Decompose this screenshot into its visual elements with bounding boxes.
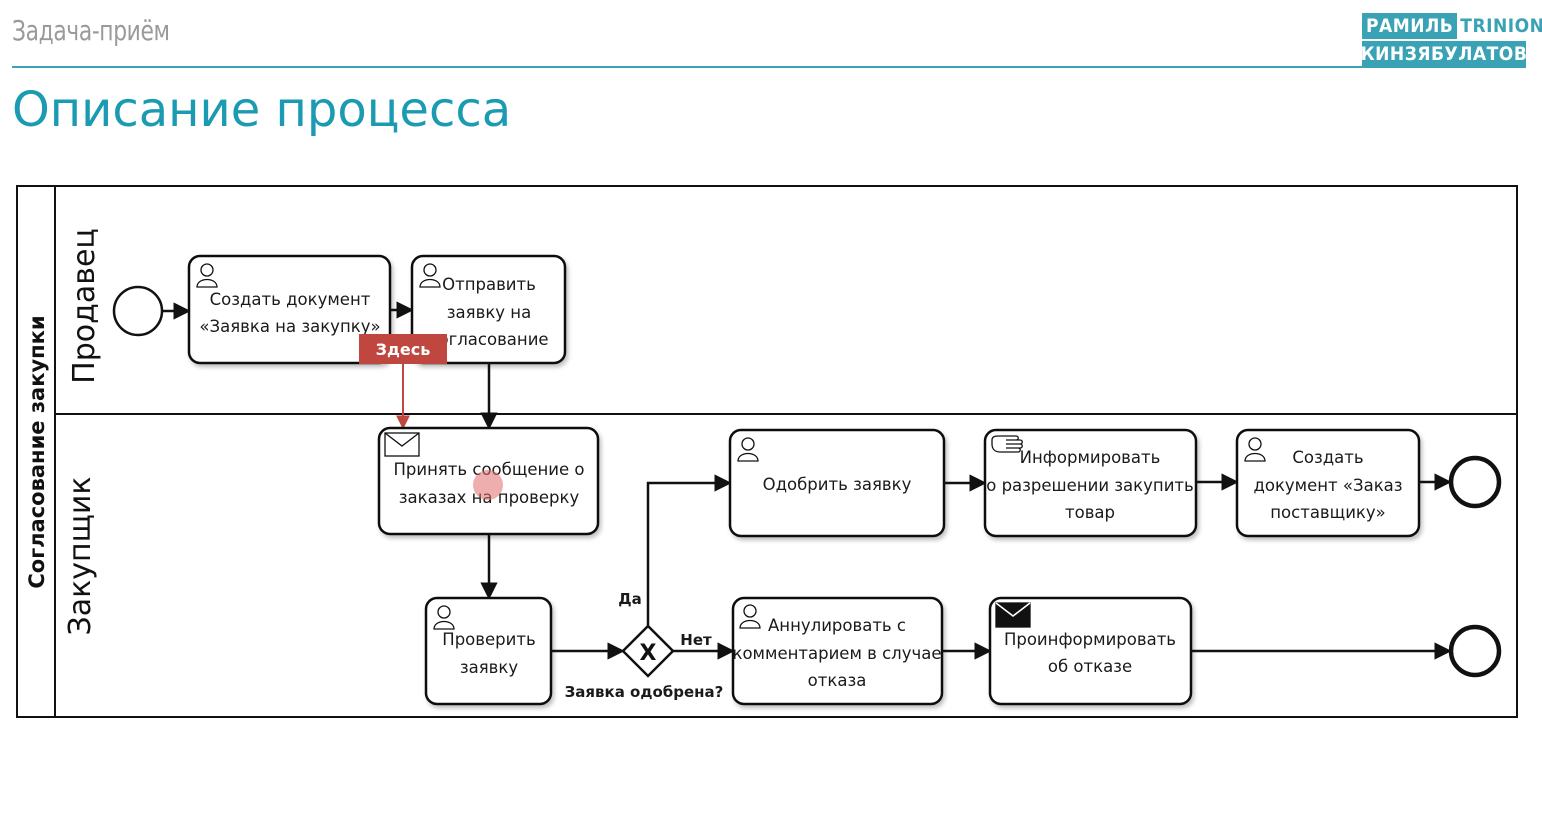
end-event-approved[interactable] [1448,455,1502,509]
here-marker-label: Здесь [376,340,431,359]
manual-hand-icon [991,435,1023,453]
task-label-line: заявку [460,658,519,677]
lane-label-buyer: Закупщик [63,477,98,636]
task-notify-rejection[interactable]: Проинформировать об отказе [988,596,1193,706]
task-label-line: заявку на [447,303,531,322]
gateway-x-icon: X [640,641,657,666]
task-label-line: Проверить [442,630,535,649]
gateway-no-label: Нет [680,631,712,649]
lane-label-seller: Продавец [67,228,102,384]
here-marker: Здесь [359,334,447,430]
here-marker-badge [359,334,447,364]
user-icon [196,263,218,288]
gateway-yes-label: Да [618,590,641,608]
task-label-line: Создать документ [210,290,371,309]
task-label-line: о разрешении закупить [986,476,1194,495]
user-icon [739,604,761,629]
task-send-for-approval[interactable]: Отправить заявку на согласование [410,254,567,365]
task-label-line: Создать [1292,448,1363,467]
user-icon [419,263,441,288]
envelope-filled-icon [995,602,1031,628]
user-icon [433,605,455,630]
gateway-question: Заявка одобрена? [565,683,724,701]
task-cancel-with-comment[interactable]: Аннулировать с комментарием в случае отк… [731,596,944,706]
brand-logo: РАМИЛЬ TRINION КИНЗЯБУЛАТОВ [1360,13,1542,67]
header-divider [12,66,1526,68]
task-label-line: поставщику» [1270,503,1386,522]
logo-text-second: TRINION [1460,15,1542,37]
task-label-line: Аннулировать с [768,616,906,635]
start-event[interactable] [112,285,164,337]
task-label-line: товар [1065,503,1115,522]
cursor-highlight [473,470,503,500]
page-title: Описание процесса [12,82,512,138]
task-label-line: отказа [808,671,867,690]
task-label-line: Отправить [442,275,536,294]
task-inform-permission[interactable]: Информировать о разрешении закупить това… [983,428,1198,538]
task-approve-request[interactable]: Одобрить заявку [728,428,946,538]
task-label-line: Принять сообщение о [393,460,584,479]
envelope-icon [384,432,420,457]
task-label-line: комментарием в случае [732,644,941,663]
task-create-document[interactable]: Создать документ «Заявка на закупку» [187,254,392,365]
task-check-request[interactable]: Проверить заявку [424,596,553,706]
end-event-rejected[interactable] [1448,624,1502,678]
exclusive-gateway[interactable]: X [621,624,675,678]
task-label-line: об отказе [1048,657,1132,676]
task-label-line: Информировать [1020,448,1161,467]
logo-text-first: РАМИЛЬ [1362,13,1458,39]
task-label-line: согласование [429,330,548,349]
user-icon [1244,437,1266,462]
task-label-line: Проинформировать [1004,630,1176,649]
task-label-line: Одобрить заявку [763,475,912,494]
slide-subtitle: Задача-приём [12,14,170,47]
logo-text-bottom: КИНЗЯБУЛАТОВ [1360,41,1528,67]
flow-gateway-approve [646,474,732,626]
pool-label: Согласование закупки [25,315,49,588]
pool-frame [16,185,1518,718]
task-label-line: «Заявка на закупку» [199,317,380,336]
task-label-line: документ «Заказ [1253,476,1402,495]
task-create-supplier-order[interactable]: Создать документ «Заказ поставщику» [1235,428,1421,538]
user-icon [737,437,759,462]
